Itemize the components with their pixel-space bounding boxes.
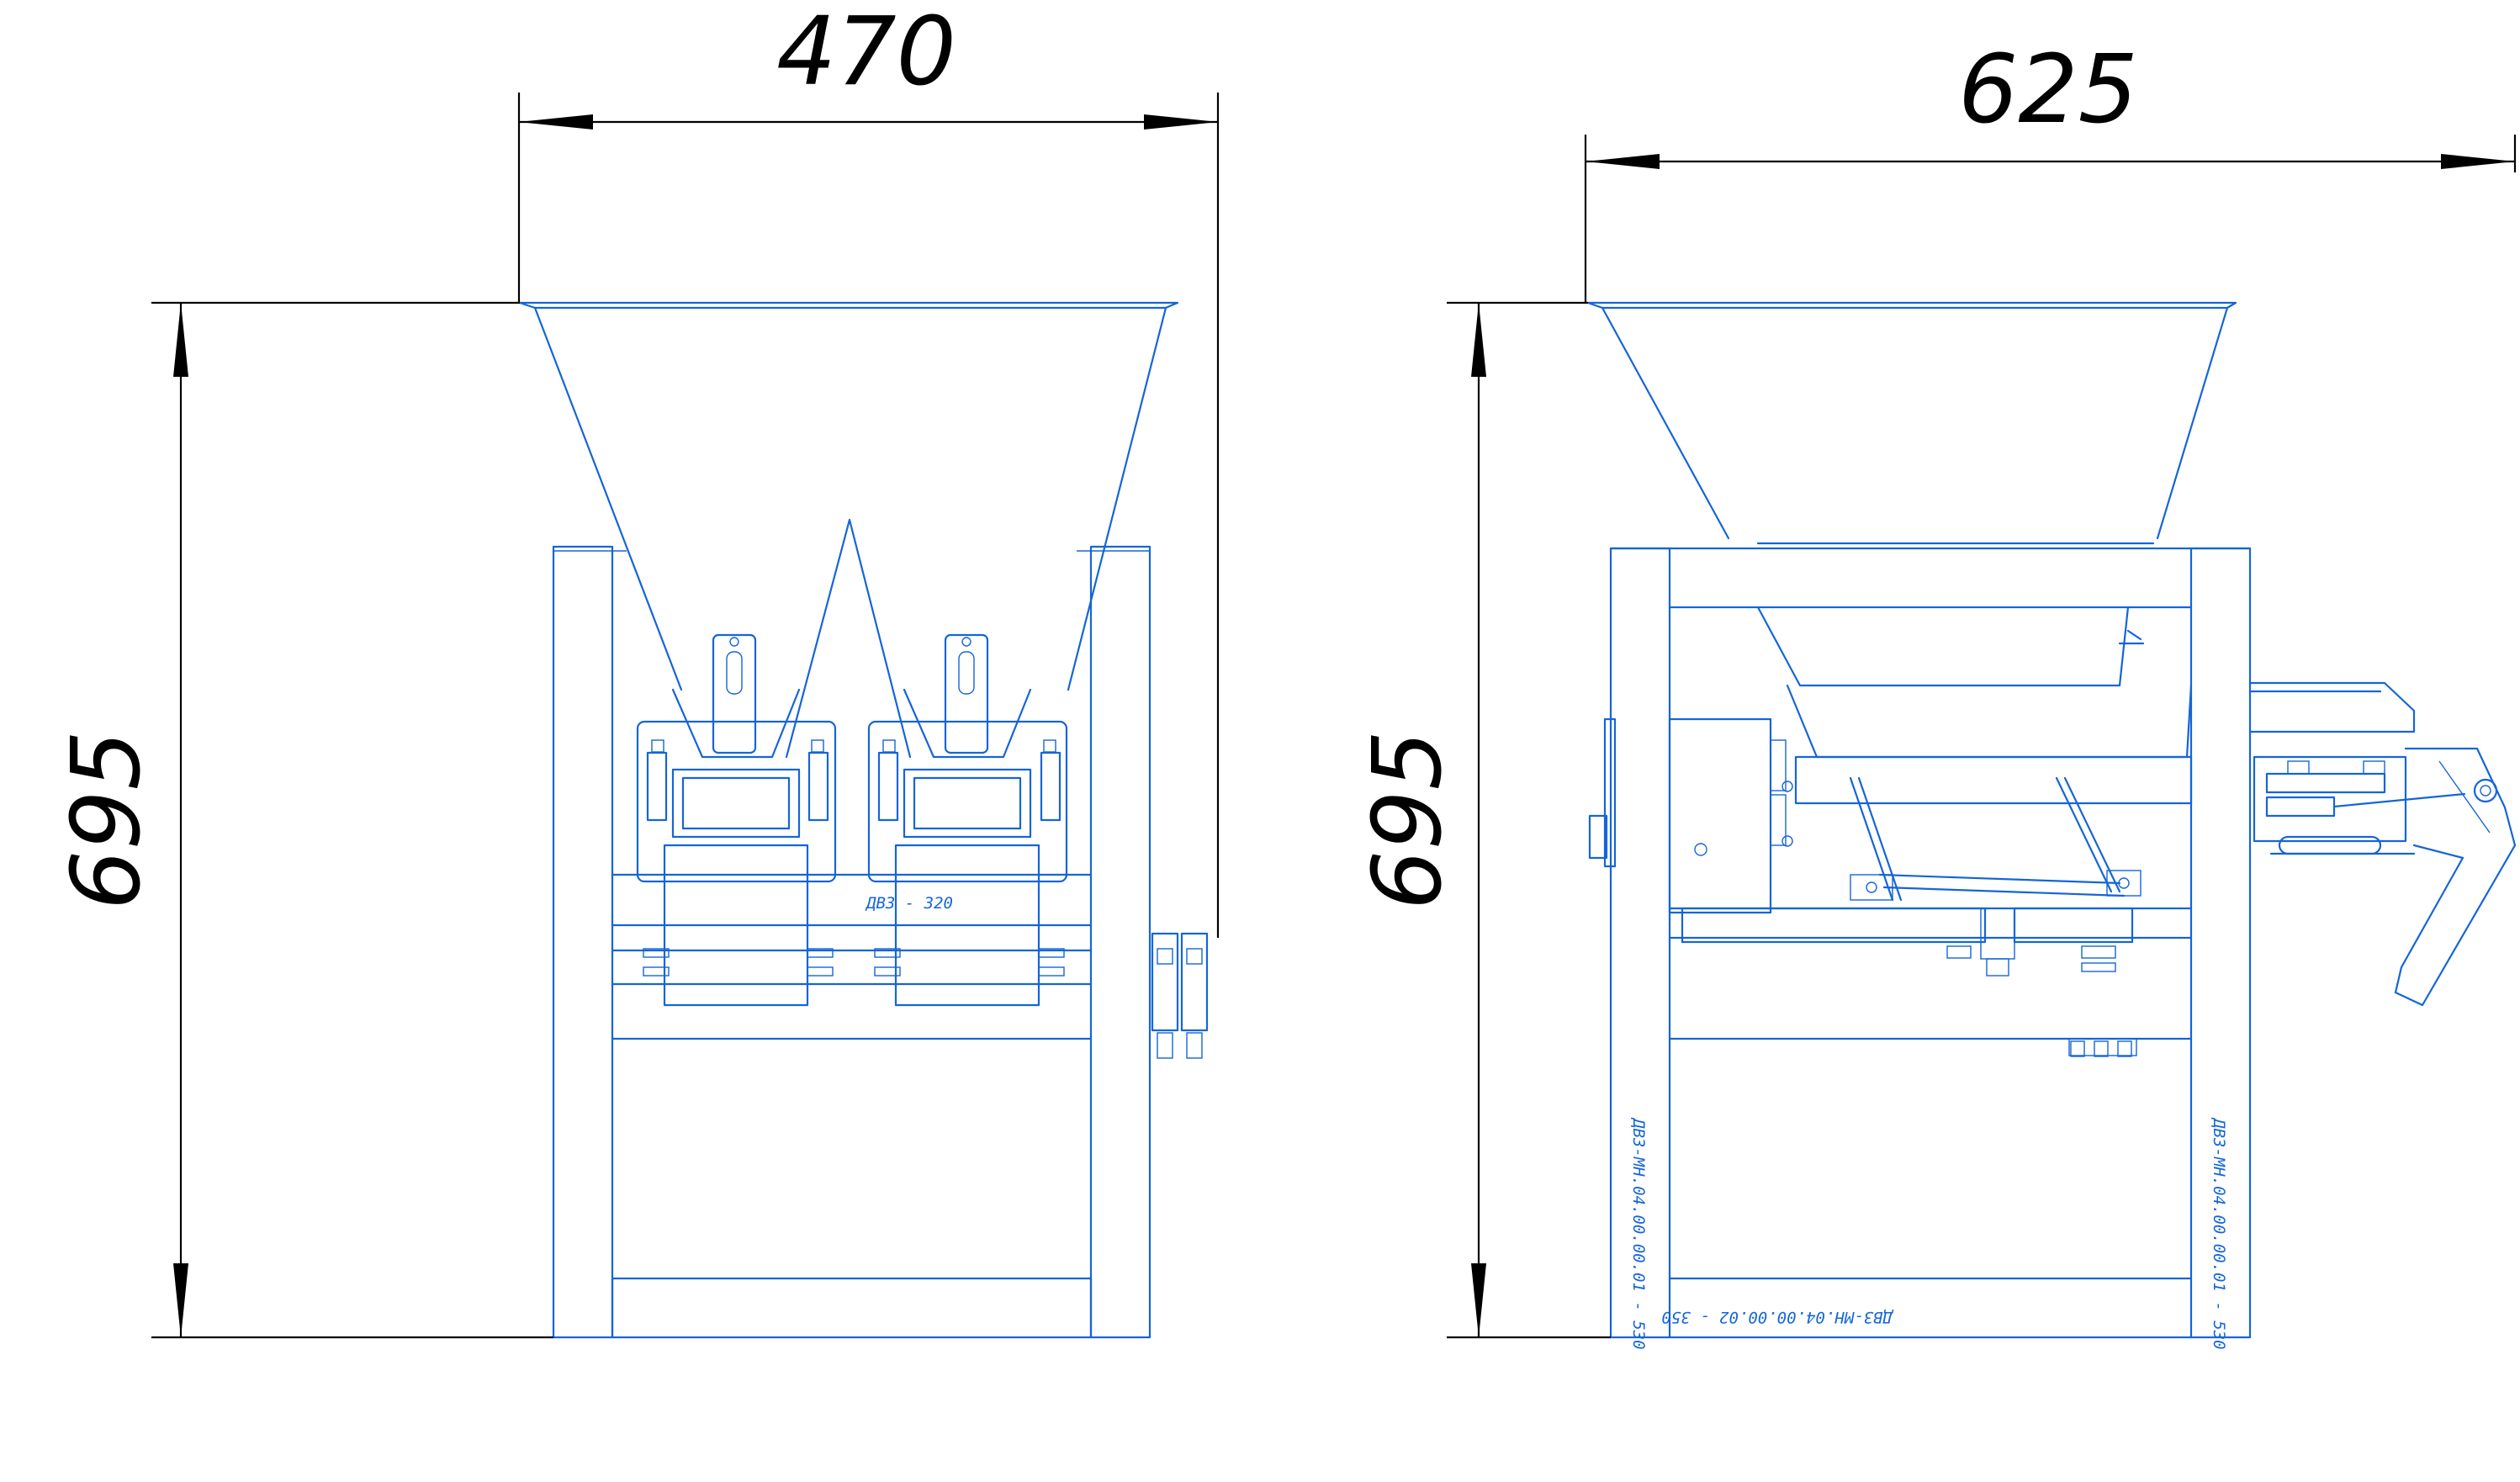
front-height-dimension: 695 bbox=[52, 730, 161, 910]
front-view: ДВЗ - 320 470 695 bbox=[52, 0, 1220, 1339]
front-dimensions bbox=[151, 93, 1220, 1339]
side-lower-funnel bbox=[1756, 606, 2130, 687]
side-bottom-bar-label: ДВЗ-МН.04.00.00.02 - 350 bbox=[1661, 1308, 1894, 1326]
side-leg-right-label: ДВЗ-МН.04.00.00.01 - 530 bbox=[2210, 1117, 2228, 1350]
front-dispenser-right bbox=[867, 633, 1068, 1007]
side-hopper bbox=[1586, 301, 2237, 540]
front-frame-left-post bbox=[552, 545, 614, 1339]
front-side-valves bbox=[1151, 932, 1209, 1059]
side-cylinder-mechanism bbox=[2248, 681, 2517, 1007]
side-width-dimension: 625 bbox=[1958, 35, 2138, 145]
front-hopper-divider bbox=[785, 518, 912, 759]
front-hopper bbox=[518, 301, 1179, 691]
side-vibro-tray bbox=[1681, 776, 2141, 1056]
side-dimensions bbox=[1447, 135, 2517, 1339]
side-leg-left-label: ДВЗ-МН.04.00.00.01 - 530 bbox=[1629, 1117, 1648, 1350]
side-feet bbox=[2070, 1040, 2132, 1057]
front-frame-right-post bbox=[1089, 545, 1151, 1339]
front-dispenser-left bbox=[636, 633, 837, 1007]
side-height-dimension: 695 bbox=[1353, 730, 1463, 910]
side-view: ДВЗ-МН.04.00.00.01 - 530 ДВЗ-МН.04.00.00… bbox=[1353, 35, 2517, 1350]
front-width-dimension: 470 bbox=[776, 0, 956, 107]
front-plate-label: ДВЗ - 320 bbox=[865, 894, 953, 913]
front-bottom-crossbar bbox=[611, 1277, 1093, 1339]
side-motor-block bbox=[1588, 717, 1793, 914]
